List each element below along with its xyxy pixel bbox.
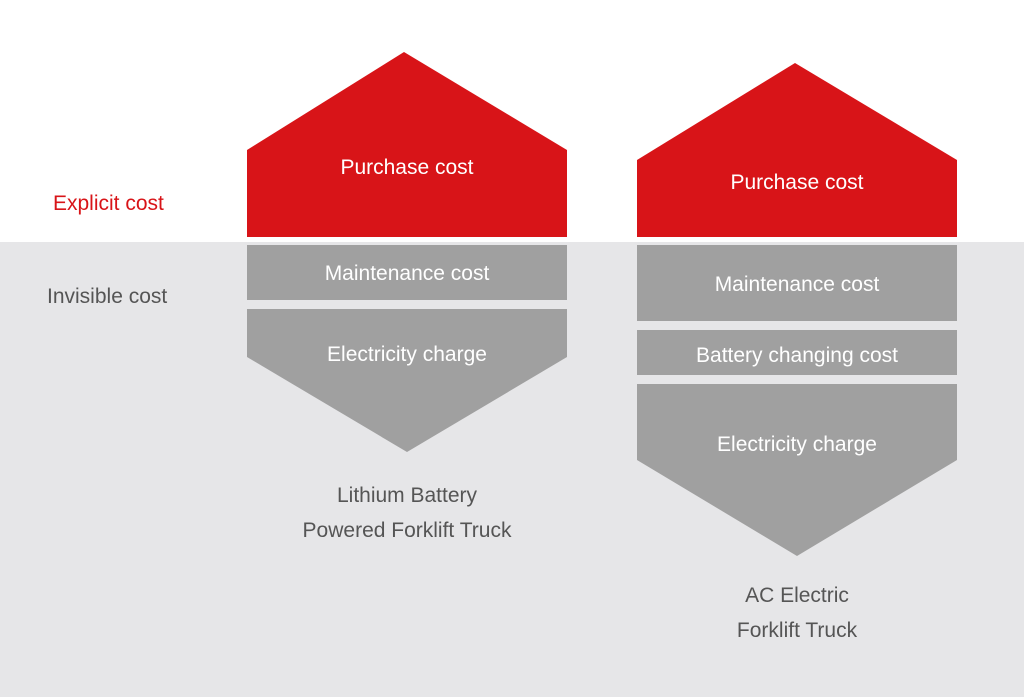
ac-caption: AC Electric Forklift Truck <box>637 578 957 648</box>
ac-electricity-charge-block <box>637 384 957 556</box>
ac-caption-line-2: Forklift Truck <box>736 619 858 642</box>
lithium-electricity-charge-label: Electricity charge <box>327 343 487 366</box>
lithium-caption: Lithium Battery Powered Forklift Truck <box>247 478 567 548</box>
ac-battery-changing-cost-label: Battery changing cost <box>696 344 898 367</box>
ac-purchase-cost-label: Purchase cost <box>730 171 864 194</box>
lithium-caption-line-2: Powered Forklift Truck <box>302 519 512 542</box>
ac-maintenance-cost-block <box>637 245 957 321</box>
ac-caption-line-1: AC Electric <box>745 584 849 607</box>
lithium-maintenance-cost-label: Maintenance cost <box>324 262 490 285</box>
lithium-caption-line-1: Lithium Battery <box>336 484 478 507</box>
ac-purchase-cost-block <box>637 63 957 237</box>
lithium-purchase-cost-block <box>247 52 567 237</box>
explicit-cost-label: Explicit cost <box>53 192 164 215</box>
lithium-maintenance-cost-block <box>247 245 567 300</box>
invisible-cost-label: Invisible cost <box>47 285 168 308</box>
lithium-electricity-charge-block <box>247 309 567 452</box>
ac-electricity-charge-label: Electricity charge <box>717 433 877 456</box>
lithium-purchase-cost-label: Purchase cost <box>340 156 474 179</box>
ac-maintenance-cost-label: Maintenance cost <box>714 273 880 296</box>
ac-battery-changing-cost-block <box>637 330 957 375</box>
